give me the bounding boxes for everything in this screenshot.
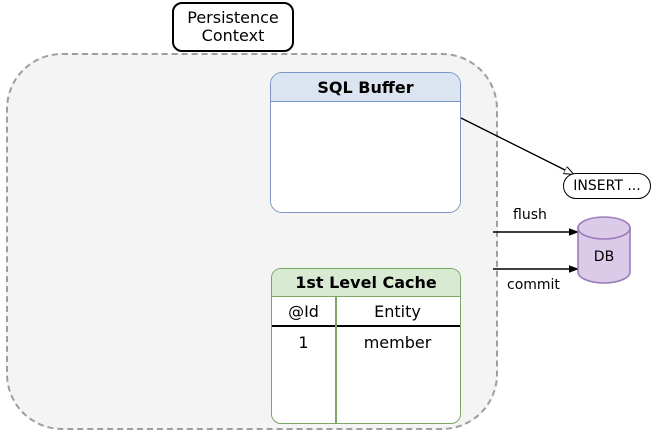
persistence-context-title-box: Persistence Context [172,2,294,52]
insert-statement-bubble: INSERT ... [563,173,651,199]
table-header-row: @Id Entity [272,297,460,327]
persistence-context-title-line1: Persistence [187,8,279,28]
first-level-cache-header: 1st Level Cache [272,269,460,297]
database-cylinder: DB [578,216,630,284]
commit-arrow-label: commit [507,277,560,293]
sql-buffer-header: SQL Buffer [271,73,460,102]
table-row: 1 member [272,327,460,357]
cell-entity: member [363,332,432,352]
cell-id: 1 [298,332,309,352]
flush-arrow-label: flush [513,207,547,223]
first-level-cache-grid: @Id Entity 1 member [272,297,460,423]
sql-buffer-body [271,102,460,212]
column-header-entity: Entity [374,301,421,321]
column-separator [335,297,337,423]
first-level-cache-table: 1st Level Cache @Id Entity 1 member [271,268,461,424]
database-label: DB [593,249,615,265]
persistence-context-title-line2: Context [201,26,265,45]
column-header-id: @Id [288,301,319,321]
sql-buffer-box: SQL Buffer [270,72,461,213]
